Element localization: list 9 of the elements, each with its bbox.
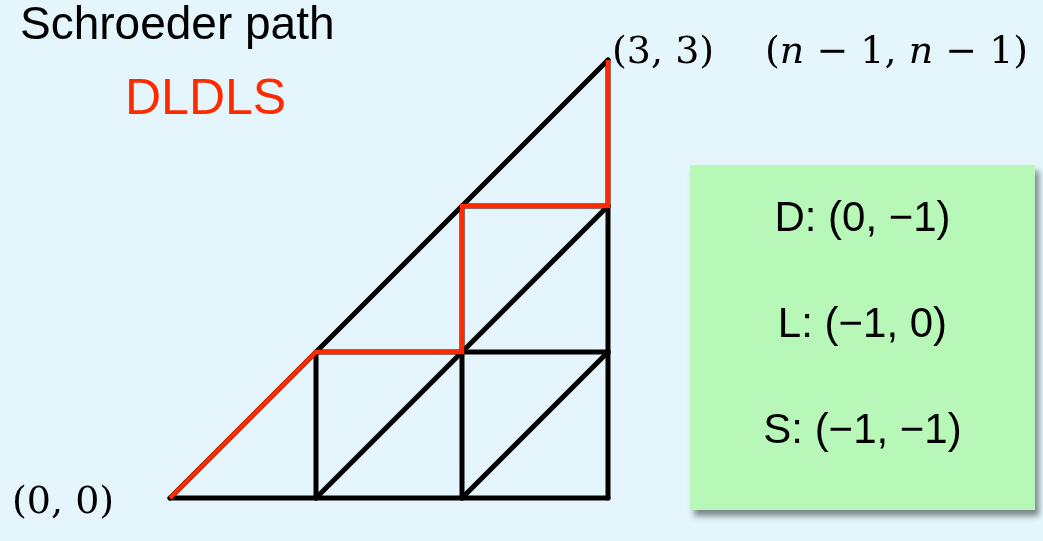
point-coordinate: (0, 0) (12, 478, 115, 522)
point-coordinate: (3, 3) (612, 28, 715, 72)
step-legend-card (690, 165, 1035, 510)
step-definition: D: (0, −1) (773, 193, 952, 241)
path-word: DLDLS (125, 68, 287, 126)
diagram-title: Schroeder path (20, 0, 335, 50)
step-definition: L: (−1, 0) (776, 299, 949, 347)
step-definition: S: (−1, −1) (762, 405, 963, 453)
point-coordinate: (n − 1, n − 1) (765, 28, 1029, 72)
